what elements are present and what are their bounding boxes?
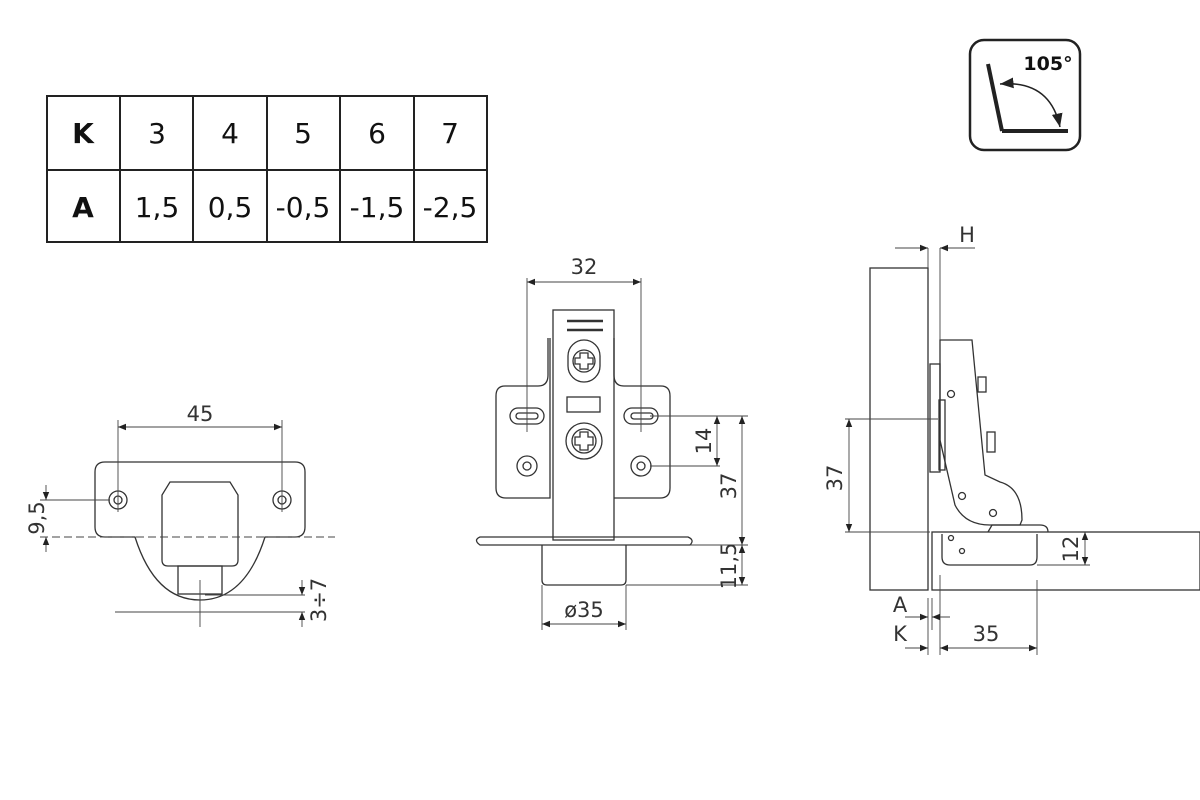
dim-front-height: 37 xyxy=(717,473,741,500)
table-cell: 3 xyxy=(148,117,166,150)
dim-gap-a: A xyxy=(893,593,908,617)
opening-angle-icon: 105° xyxy=(968,38,1082,152)
table-cell: 6 xyxy=(368,117,386,150)
k-a-table: K 3 4 5 6 7 A 1,5 0,5 -0,5 -1,5 -2,5 xyxy=(46,95,488,243)
table-header-a: A xyxy=(72,191,94,224)
dim-overlay-h: H xyxy=(959,223,975,247)
table-header-k: K xyxy=(72,117,95,150)
table-cell: 4 xyxy=(221,117,239,150)
table-cell: 7 xyxy=(441,117,459,150)
table-cell: 1,5 xyxy=(135,191,180,224)
angle-label: 105° xyxy=(1023,53,1072,75)
dim-hole-spacing: 32 xyxy=(571,255,598,279)
dim-slot-offset: 14 xyxy=(692,428,716,455)
table-cell: -1,5 xyxy=(350,191,405,224)
table-cell: -0,5 xyxy=(276,191,331,224)
table-cell: 5 xyxy=(294,117,312,150)
table-cell: -2,5 xyxy=(423,191,478,224)
hinge-front-view: 32 14 37 11,5 ø35 xyxy=(475,255,748,630)
dim-side-distance: 35 xyxy=(973,622,1000,646)
dim-plate-offset: 9,5 xyxy=(25,501,49,534)
dim-adjust-range: 3÷7 xyxy=(307,578,331,622)
dim-plate-width: 45 xyxy=(187,402,214,426)
dim-gap-k: K xyxy=(893,622,908,646)
mounting-plate-view: 45 9,5 3÷7 xyxy=(25,402,335,627)
dim-side-depth: 12 xyxy=(1059,536,1083,563)
table-cell: 0,5 xyxy=(208,191,253,224)
hinge-side-view: H 37 12 A K 35 xyxy=(823,223,1200,655)
dim-cup-depth: 11,5 xyxy=(717,543,741,590)
dim-side-height: 37 xyxy=(823,465,847,492)
dim-cup-diameter: ø35 xyxy=(564,598,604,622)
